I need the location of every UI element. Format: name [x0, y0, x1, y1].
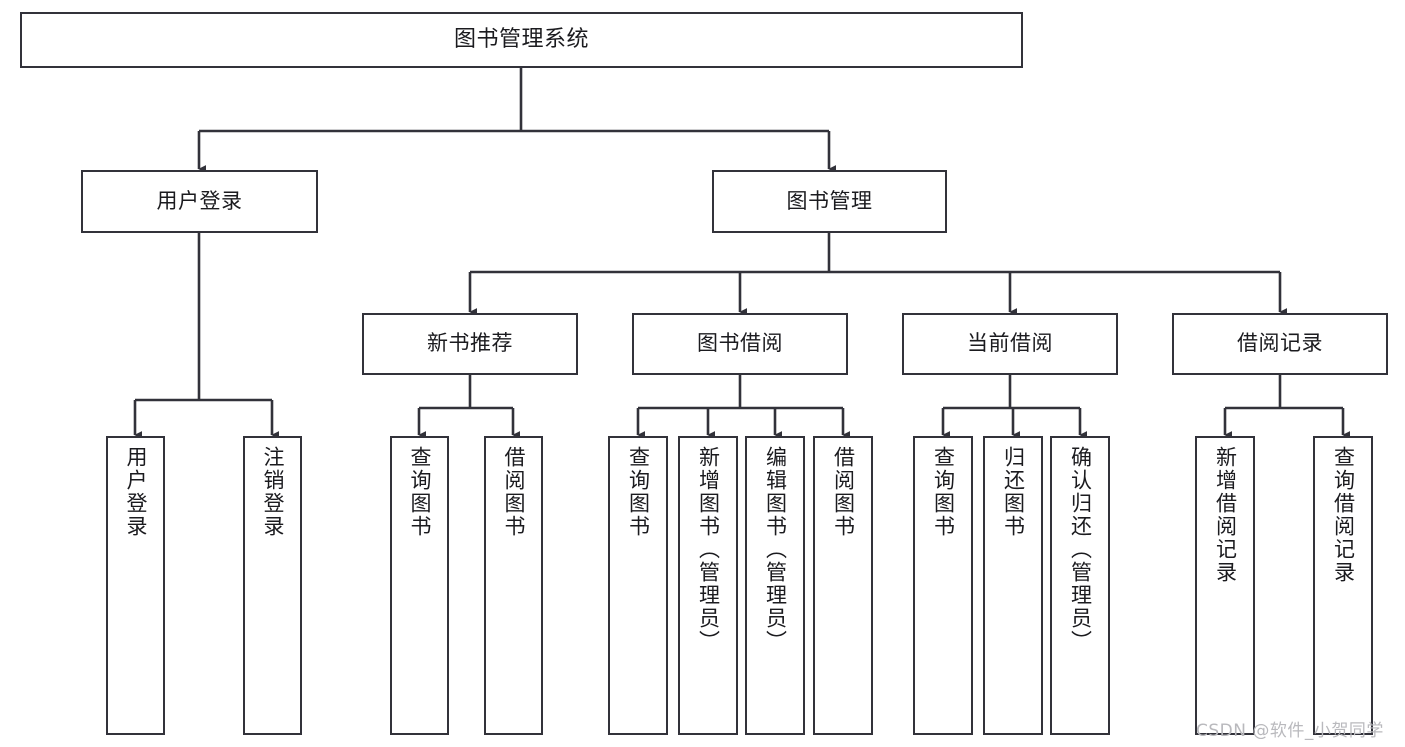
leaf-leaf-logout[interactable]: 注销登录 — [243, 436, 302, 735]
leaf-leaf-edit-book-admin[interactable]: 编辑图书（管理员） — [745, 436, 805, 735]
leaf-leaf-query-book-cur-label: 查询图书 — [931, 446, 956, 538]
leaf-leaf-borrow-book[interactable]: 借阅图书 — [813, 436, 873, 735]
node-book-borrow-label: 图书借阅 — [697, 331, 783, 356]
leaf-leaf-user-login-label: 用户登录 — [124, 446, 148, 538]
leaf-leaf-query-book-borrow[interactable]: 查询图书 — [608, 436, 668, 735]
leaf-leaf-add-book-admin[interactable]: 新增图书（管理员） — [678, 436, 738, 735]
node-new-book-rec-label: 新书推荐 — [427, 331, 513, 356]
node-user-login-label: 用户登录 — [156, 188, 243, 213]
leaf-leaf-query-book-cur[interactable]: 查询图书 — [913, 436, 973, 735]
node-root-label: 图书管理系统 — [453, 26, 589, 52]
leaf-leaf-query-book-rec-label: 查询图书 — [408, 446, 432, 538]
node-user-login[interactable]: 用户登录 — [81, 170, 318, 233]
leaf-leaf-add-book-admin-label: 新增图书（管理员） — [696, 446, 721, 653]
leaf-leaf-query-book-rec[interactable]: 查询图书 — [390, 436, 449, 735]
leaf-leaf-query-book-borrow-label: 查询图书 — [626, 446, 651, 538]
leaf-leaf-query-record-label: 查询借阅记录 — [1331, 446, 1356, 584]
node-book-borrow[interactable]: 图书借阅 — [632, 313, 848, 375]
leaf-leaf-confirm-return-admin[interactable]: 确认归还（管理员） — [1050, 436, 1110, 735]
leaf-leaf-borrow-book-rec[interactable]: 借阅图书 — [484, 436, 543, 735]
leaf-leaf-logout-label: 注销登录 — [261, 446, 285, 538]
node-borrow-record-label: 借阅记录 — [1237, 331, 1323, 356]
leaf-leaf-borrow-book-rec-label: 借阅图书 — [502, 446, 526, 538]
node-book-manage[interactable]: 图书管理 — [712, 170, 947, 233]
leaf-leaf-edit-book-admin-label: 编辑图书（管理员） — [763, 446, 788, 653]
node-current-borrow[interactable]: 当前借阅 — [902, 313, 1118, 375]
leaf-leaf-user-login[interactable]: 用户登录 — [106, 436, 165, 735]
node-new-book-rec[interactable]: 新书推荐 — [362, 313, 578, 375]
edge-paths — [133, 68, 1351, 439]
leaf-leaf-add-record-label: 新增借阅记录 — [1213, 446, 1238, 584]
leaf-leaf-add-record[interactable]: 新增借阅记录 — [1195, 436, 1255, 735]
node-current-borrow-label: 当前借阅 — [967, 331, 1053, 356]
leaf-leaf-confirm-return-admin-label: 确认归还（管理员） — [1068, 446, 1093, 653]
node-book-manage-label: 图书管理 — [786, 188, 873, 213]
node-borrow-record[interactable]: 借阅记录 — [1172, 313, 1388, 375]
leaf-leaf-borrow-book-label: 借阅图书 — [831, 446, 856, 538]
leaf-leaf-return-book-label: 归还图书 — [1001, 446, 1026, 538]
node-root[interactable]: 图书管理系统 — [20, 12, 1023, 68]
leaf-leaf-return-book[interactable]: 归还图书 — [983, 436, 1043, 735]
leaf-leaf-query-record[interactable]: 查询借阅记录 — [1313, 436, 1373, 735]
